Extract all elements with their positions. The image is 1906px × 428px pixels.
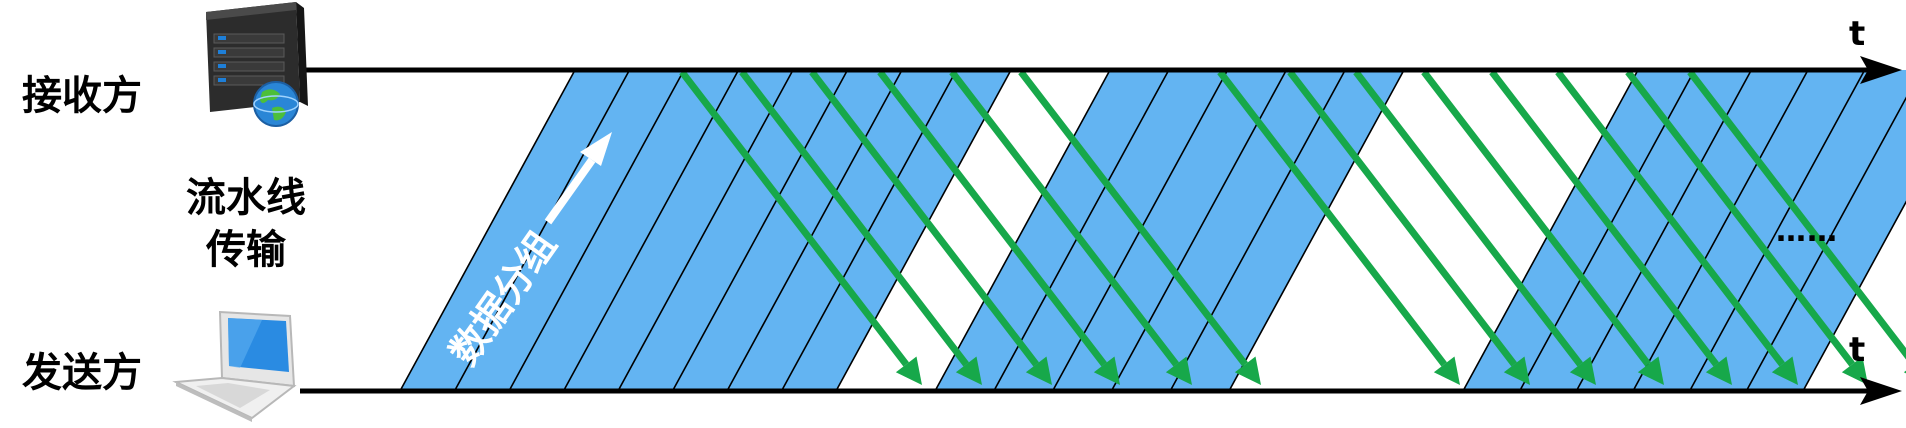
ack-arrow (1489, 69, 1719, 367)
ack-arrow (1555, 69, 1785, 367)
sender-time-axis-label: t (1849, 330, 1866, 370)
server-icon (206, 2, 308, 127)
packet-boundary (993, 69, 1170, 392)
receiver-timeline-arrowhead (1860, 56, 1902, 84)
ack-arrow (1687, 69, 1906, 360)
receiver-label: 接收方 (22, 73, 142, 119)
continuation-ellipsis: …… (1776, 214, 1838, 249)
packet-boundary (726, 69, 903, 392)
ack-arrowhead (1025, 356, 1052, 385)
ack-arrowhead (955, 356, 982, 385)
ack-arrow (1018, 69, 1248, 367)
ack-arrow (1421, 69, 1651, 367)
packet-boundary (835, 69, 1012, 392)
ack-arrowhead (1771, 356, 1798, 385)
packet-boundary (1688, 69, 1866, 392)
laptop-icon (172, 310, 297, 422)
packet-boundary (934, 69, 1111, 392)
receiver-time-axis-label: t (1849, 14, 1866, 54)
ack-arrow (679, 69, 909, 367)
mode-label-line-1: 流水线 (186, 175, 306, 221)
ack-arrowhead (1165, 356, 1192, 385)
ack-arrow (1625, 69, 1855, 367)
ack-arrowhead (1433, 356, 1460, 385)
ack-arrowhead (1637, 356, 1664, 385)
ack-arrowhead (1234, 356, 1261, 385)
ack-arrow (1217, 69, 1447, 367)
packet-boundary (1228, 69, 1405, 392)
packet-boundary (562, 69, 740, 392)
packet-boundary (1745, 96, 1906, 392)
ack-arrowhead (1503, 356, 1530, 385)
sender-timeline-arrowhead (1860, 377, 1902, 405)
ack-arrow (1353, 69, 1583, 367)
ack-arrowhead (1903, 370, 1906, 374)
ack-arrows (679, 69, 1906, 385)
packet-band (1463, 70, 1906, 391)
packet-boundary (399, 69, 576, 392)
packet-boundary (671, 69, 849, 392)
packet-boundary (1169, 69, 1346, 392)
ack-arrow (809, 69, 1039, 367)
mode-label-line-2: 传输 (206, 227, 286, 273)
packet-bands (399, 69, 1906, 392)
packet-direction-arrow (544, 132, 612, 225)
ack-arrowhead (1569, 356, 1596, 385)
ack-arrowhead (895, 356, 922, 385)
sender-label: 发送方 (22, 350, 142, 396)
packet-boundary (453, 69, 631, 392)
packet-band (935, 70, 1404, 391)
packet-boundary (508, 69, 685, 392)
ack-arrow (1287, 69, 1517, 367)
ack-arrow (949, 69, 1179, 367)
ack-arrowhead (1093, 356, 1120, 385)
packet-boundary (780, 69, 958, 392)
ack-arrow (877, 69, 1107, 367)
ack-arrow (739, 69, 969, 367)
ack-arrowhead (1705, 356, 1732, 385)
packet-boundary (1632, 69, 1809, 392)
packet-boundary (617, 69, 794, 392)
transmission-mode-label: 流水线 传输 (186, 172, 306, 276)
packet-boundary (1575, 69, 1753, 392)
